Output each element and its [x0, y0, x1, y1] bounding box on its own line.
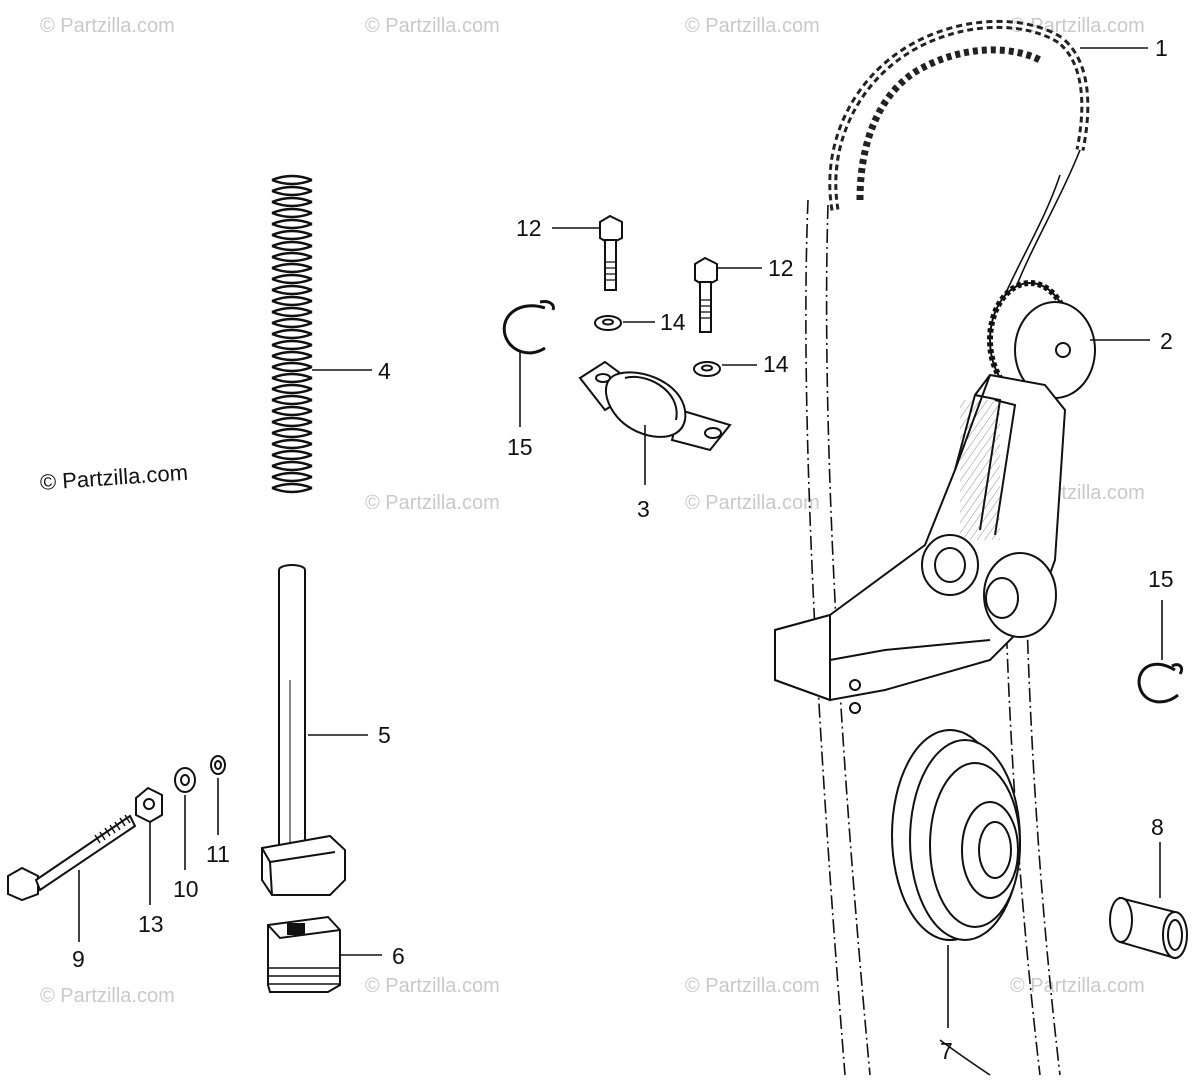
callout-1: 1 [1155, 35, 1168, 61]
watermark: © Partzilla.com [1010, 975, 1145, 997]
washer [594, 315, 622, 331]
circlip [502, 300, 555, 355]
callout-11: 11 [206, 841, 230, 867]
callout-15a: 15 [507, 434, 533, 460]
tensioner-pivot [578, 360, 732, 452]
callout-2: 2 [1160, 328, 1173, 354]
callout-15b: 15 [1148, 566, 1174, 592]
chain-tensioner-roller [987, 280, 1096, 400]
watermark: © Partzilla.com [365, 15, 500, 37]
watermark: © Partzilla.com [40, 15, 175, 37]
watermark: © Partzilla.com [40, 985, 175, 1007]
bolt [694, 256, 718, 333]
callout-12a: 12 [516, 215, 542, 241]
watermark: © Partzilla.com [365, 492, 500, 514]
callout-12b: 12 [768, 255, 794, 281]
callout-10: 10 [173, 876, 199, 902]
tensioner-push-rod [261, 564, 346, 896]
washer [693, 361, 721, 377]
tensioner-arm [774, 373, 1067, 714]
rubber-cushion [267, 915, 341, 993]
tensioner-spring [271, 174, 313, 494]
callout-14a: 14 [660, 309, 686, 335]
watermark: © Partzilla.com [365, 975, 500, 997]
watermark: © Partzilla.com [685, 492, 820, 514]
adjuster-bolt [7, 814, 137, 902]
callout-6: 6 [392, 943, 405, 969]
washer [174, 767, 196, 793]
circlip [1137, 662, 1184, 704]
callout-14b: 14 [763, 351, 789, 377]
guide-roller [891, 729, 1021, 941]
callout-5: 5 [378, 722, 391, 748]
leader-lines [78, 47, 1163, 1028]
lock-nut [135, 786, 163, 824]
callout-13: 13 [138, 911, 164, 937]
callout-7: 7 [940, 1038, 953, 1064]
collar [1109, 896, 1188, 960]
watermark: © Partzilla.com [685, 15, 820, 37]
callout-3: 3 [637, 496, 650, 522]
callout-9: 9 [72, 946, 85, 972]
callout-8: 8 [1151, 814, 1164, 840]
small-washer [210, 755, 226, 775]
watermark: © Partzilla.com [685, 975, 820, 997]
callout-4: 4 [378, 358, 391, 384]
bolt [599, 214, 623, 291]
